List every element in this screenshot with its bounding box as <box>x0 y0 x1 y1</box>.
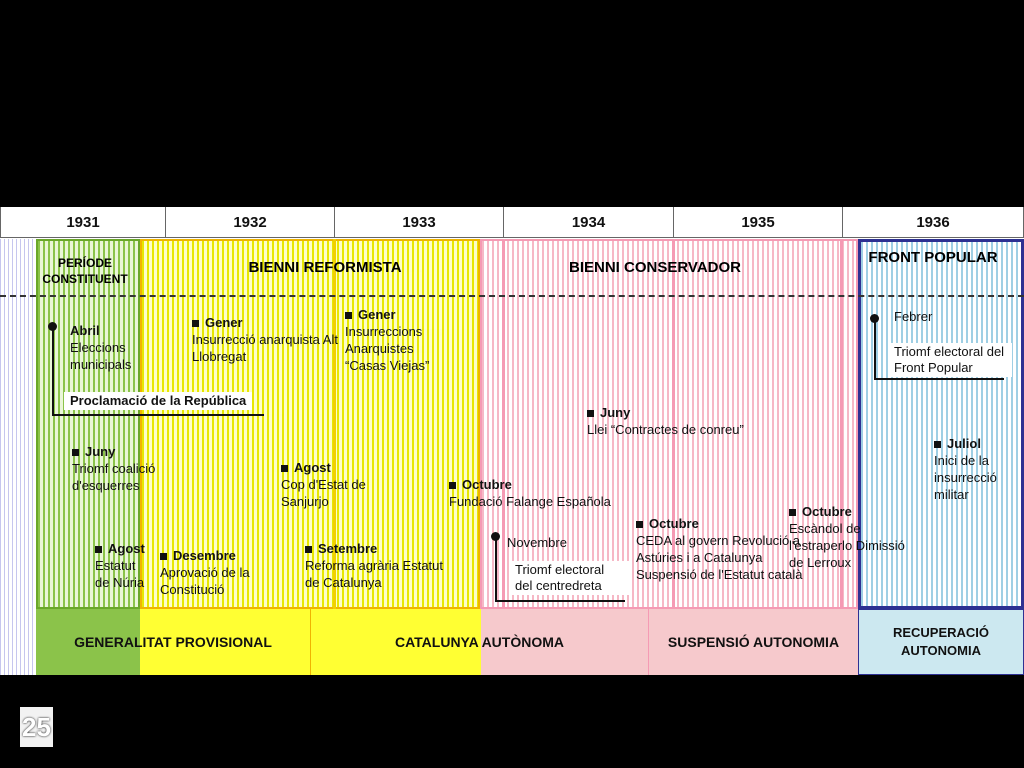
event-1936-juliol: Juliol Inici de la insurrecció militar <box>934 435 1016 503</box>
event-1936-febrer-text: Triomf electoral del Front Popular <box>888 343 1012 377</box>
event-month: Desembre <box>173 548 236 563</box>
event-text: Triomf coalició d'esquerres <box>72 461 156 493</box>
bullet-square-icon <box>789 509 796 517</box>
bullet-square-icon <box>305 546 312 554</box>
event-1931-abril: Abril Eleccions municipals <box>70 322 150 373</box>
autonomy-pre-strip <box>0 609 36 675</box>
separator <box>333 239 336 609</box>
period-title-front-popular: FRONT POPULAR <box>868 249 998 266</box>
event-text: Escàndol de l'estraperlo Dimissió de Ler… <box>789 521 905 570</box>
bracket-line <box>52 414 264 416</box>
pre-period-strip <box>0 239 36 609</box>
event-1932-agost: Agost Cop d'Estat de Sanjurjo <box>281 459 366 510</box>
bracket-line <box>52 330 54 416</box>
autonomy-row: GENERALITAT PROVISIONAL CATALUNYA AUTÒNO… <box>0 609 1024 675</box>
year-1931: 1931 <box>0 207 166 238</box>
period-front-popular <box>858 239 1024 609</box>
bracket-line <box>495 540 497 602</box>
event-1933-novembre-month: Novembre <box>507 535 567 550</box>
event-1936-febrer-month: Febrer <box>894 309 933 324</box>
event-1931-agost: Agost Estatut de Núria <box>95 540 153 591</box>
event-text: Insurreccions Anarquistes “Casas Viejas” <box>345 324 430 373</box>
separator <box>502 239 505 609</box>
event-1933-octubre: Octubre Fundació Falange Española <box>449 476 629 510</box>
event-1933-novembre-text: Triomf electoral del centredreta <box>509 561 629 595</box>
event-month: Setembre <box>318 541 378 556</box>
year-1933: 1933 <box>335 207 504 238</box>
dashed-divider <box>0 295 1024 297</box>
event-1931-juny: Juny Triomf coalició d'esquerres <box>72 443 182 494</box>
event-month: Agost <box>108 541 145 556</box>
event-text: Insurrecció anarquista Alt Llobregat <box>192 332 338 364</box>
event-month: Octubre <box>649 516 699 531</box>
bullet-square-icon <box>72 449 79 457</box>
period-conservador <box>480 239 858 609</box>
event-text: Eleccions municipals <box>70 340 132 372</box>
event-text: Inici de la insurrecció militar <box>934 453 997 502</box>
bracket-line <box>874 322 876 380</box>
event-marker-dot <box>870 314 879 323</box>
bullet-square-icon <box>934 441 941 449</box>
event-1933-gener: Gener Insurreccions Anarquistes “Casas V… <box>345 306 453 374</box>
period-title-reformista: BIENNI REFORMISTA <box>248 259 402 276</box>
event-text: Llei “Contractes de conreu” <box>587 422 744 437</box>
bullet-square-icon <box>449 482 456 490</box>
event-text: CEDA al govern Revolució a Astúries i a … <box>636 533 803 582</box>
event-1934-juny: Juny Llei “Contractes de conreu” <box>587 404 777 438</box>
period-title-conservador: BIENNI CONSERVADOR <box>569 259 741 276</box>
year-1934: 1934 <box>504 207 674 238</box>
bullet-square-icon <box>587 410 594 418</box>
bullet-square-icon <box>281 465 288 473</box>
autonomy-autonoma: CATALUNYA AUTÒNOMA <box>310 609 648 675</box>
event-month: Juny <box>600 405 631 420</box>
bracket-line <box>874 378 1004 380</box>
bullet-square-icon <box>192 320 199 328</box>
year-1936: 1936 <box>843 207 1024 238</box>
event-marker-dot <box>491 532 500 541</box>
event-proclamacio: Proclamació de la República <box>64 392 253 410</box>
event-month: Juny <box>85 444 116 459</box>
separator <box>840 239 843 609</box>
event-month: Octubre <box>462 477 512 492</box>
event-text: Fundació Falange Española <box>449 494 611 509</box>
year-1932: 1932 <box>166 207 335 238</box>
event-month: Agost <box>294 460 331 475</box>
event-month: Octubre <box>802 504 852 519</box>
event-month: Juliol <box>947 436 981 451</box>
autonomy-recuperacio: RECUPERACIÓ AUTONOMIA <box>858 609 1024 675</box>
year-header-row: 1931 1932 1933 1934 1935 1936 <box>0 207 1024 239</box>
event-text: Estatut de Núria <box>95 558 145 590</box>
bullet-square-icon <box>160 553 167 561</box>
event-1932-desembre: Desembre Aprovació de la Constitució <box>160 547 255 598</box>
event-month: Abril <box>70 323 100 338</box>
event-1934-octubre: Octubre CEDA al govern Revolució a Astúr… <box>636 515 826 583</box>
event-month: Gener <box>358 307 396 322</box>
separator <box>672 239 675 609</box>
event-text: Reforma agrària Estatut de Catalunya <box>305 558 444 590</box>
year-1935: 1935 <box>674 207 843 238</box>
page-number: 25 <box>20 707 53 747</box>
bullet-square-icon <box>95 546 102 554</box>
autonomy-suspensio: SUSPENSIÓ AUTONOMIA <box>648 609 858 675</box>
event-1932-gener: Gener Insurrecció anarquista Alt Llobreg… <box>192 314 342 365</box>
event-text: Cop d'Estat de Sanjurjo <box>281 477 366 509</box>
bracket-line <box>495 600 625 602</box>
event-1932-setembre: Setembre Reforma agrària Estatut de Cata… <box>305 540 445 591</box>
timeline-band <box>0 239 1024 609</box>
event-month: Gener <box>205 315 243 330</box>
bullet-square-icon <box>345 312 352 320</box>
bullet-square-icon <box>636 521 643 529</box>
event-marker-dot <box>48 322 57 331</box>
event-1935-octubre: Octubre Escàndol de l'estraperlo Dimissi… <box>789 503 919 571</box>
autonomy-provisional: GENERALITAT PROVISIONAL <box>36 609 310 675</box>
period-constituent <box>36 239 140 609</box>
period-title-constituent: PERÍODE CONSTITUENT <box>42 256 128 286</box>
event-text: Aprovació de la Constitució <box>160 565 250 597</box>
